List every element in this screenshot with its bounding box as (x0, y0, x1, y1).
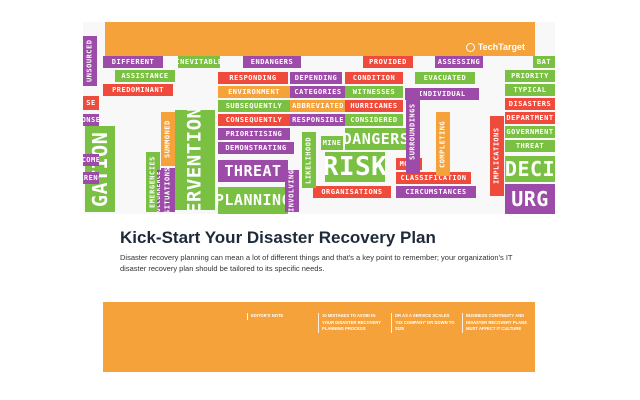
cloud-word: SUMMONED (161, 112, 175, 166)
cover-top-band: TechTarget (105, 22, 535, 56)
cloud-word: BAT (533, 56, 555, 68)
cloud-word: RESPONDING (218, 72, 288, 84)
toc-item[interactable]: BUSINESS CONTINUITY AND DISASTER RECOVER… (462, 313, 528, 333)
cloud-word: THREAT (505, 140, 555, 152)
cloud-word: URRENCE (83, 172, 99, 184)
cloud-word: DEMONSTRATING (218, 142, 294, 154)
cloud-word: DEPENDING (290, 72, 342, 84)
cloud-word: ENVIRONMENT (218, 86, 290, 98)
cloud-word: GATION (85, 126, 115, 212)
cloud-word: LIKELIHOOD (302, 132, 316, 188)
cloud-word: UNSOURCED (83, 36, 97, 86)
page-subtitle: Disaster recovery planning can mean a lo… (120, 253, 513, 273)
cloud-word: EVACUATED (415, 72, 475, 84)
cloud-word: PRIORITISING (218, 128, 290, 140)
cloud-word: CONDITION (345, 72, 403, 84)
cloud-word: GOVERNMENT (505, 126, 555, 138)
cloud-word: DEPARTMENT (505, 112, 555, 124)
cloud-word: INDIVIDUAL (405, 88, 479, 100)
cloud-word: ERVENTION (175, 110, 215, 210)
cloud-word: CIRCUMSTANCES (396, 186, 476, 198)
cloud-word: ONSE (83, 114, 99, 126)
cloud-word: SITUATIONS (161, 168, 175, 212)
cloud-word: IMPLICATIONS (490, 116, 504, 196)
cloud-word: ORGANISATIONS (313, 186, 391, 198)
cloud-word: THREAT (218, 160, 288, 182)
cloud-word: ABBREVIATED (290, 100, 346, 112)
cloud-word: URG (505, 184, 555, 214)
logo-ring-icon (465, 42, 475, 52)
cloud-word: CONSEQUENTLY (218, 114, 290, 126)
cloud-word: COME (83, 154, 99, 166)
cloud-word: PROVIDED (363, 56, 413, 68)
toc-item[interactable]: 10 MISTAKES TO AVOID IN YOUR DISASTER RE… (318, 313, 384, 333)
table-of-contents: EDITOR'S NOTE 10 MISTAKES TO AVOID IN YO… (103, 302, 535, 372)
cloud-word: DECI (505, 156, 555, 182)
cloud-word: PREDOMINANT (103, 84, 173, 96)
cloud-word: CLASSIFICATION (396, 172, 471, 184)
brand-name: TechTarget (477, 42, 525, 52)
cloud-word: PLANNING (218, 187, 288, 214)
cloud-word: SURROUNDINGS (406, 90, 420, 174)
cloud-word: INEVITABLE (178, 56, 220, 68)
cloud-word: MINE (321, 136, 343, 150)
cloud-word: DANGERS (345, 128, 407, 150)
page-title: Kick-Start Your Disaster Recovery Plan (120, 228, 436, 247)
cloud-word: INVOLVING (285, 170, 299, 212)
cloud-word: DISASTERS (505, 98, 555, 110)
cover-image: UNSOURCED DIFFERENT INEVITABLE ENDANGERS PRO… (83, 22, 555, 214)
cloud-word: CONSIDERED (345, 114, 403, 126)
cloud-word: ASSISTANCE (115, 70, 175, 82)
cloud-word: RISK (325, 152, 385, 182)
cloud-word: WITNESSES (345, 86, 403, 98)
cloud-word: ASSESSING (435, 56, 483, 68)
cloud-word: OCCURRENCE (157, 170, 161, 212)
cloud-word: ENDANGERS (243, 56, 301, 68)
cloud-word: SUBSEQUENTLY (218, 100, 290, 112)
cloud-word: SE (83, 96, 99, 110)
cloud-word: COMPLETING (436, 112, 450, 176)
cloud-word: CATEGORIES (290, 86, 346, 98)
toc-item[interactable]: DR AS A SERVICE SCALES 'SIX COMPANY' DR … (391, 313, 457, 333)
techtarget-logo: TechTarget (465, 42, 525, 52)
toc-item[interactable]: EDITOR'S NOTE (247, 313, 311, 320)
cloud-word: HURRICANES (345, 100, 403, 112)
cloud-word: PRIORITY (505, 70, 555, 82)
cloud-word: RESPONSIBLE (290, 114, 346, 126)
cloud-word: TYPICAL (505, 84, 555, 96)
cloud-word: DIFFERENT (103, 56, 163, 68)
